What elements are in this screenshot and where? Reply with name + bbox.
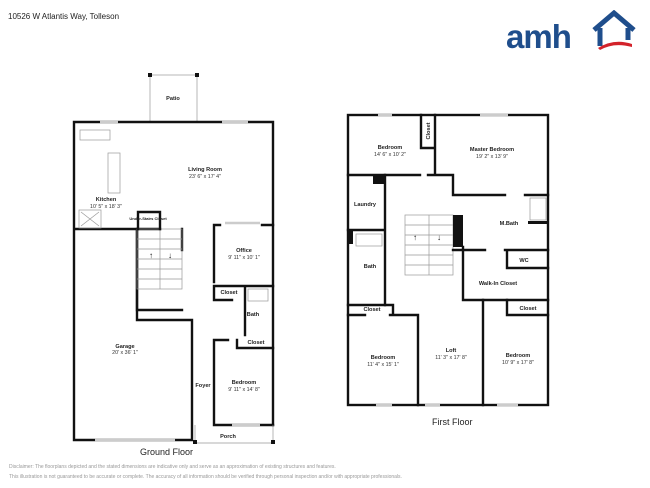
room-label: WC (519, 258, 528, 264)
room-label: Closet (220, 290, 237, 296)
first-floor-label: First Floor (432, 417, 473, 427)
svg-text:↓: ↓ (437, 233, 441, 242)
room-dims: 19' 2" x 13' 9" (476, 154, 508, 160)
room-label: Under-Stairs Closet (129, 216, 167, 221)
room-label: Office (236, 248, 252, 254)
room-label: Porch (220, 434, 236, 440)
svg-text:↑: ↑ (149, 251, 153, 260)
room-label: Closet (247, 340, 264, 346)
disclaimer-line: This illustration is not guaranteed to b… (9, 474, 402, 480)
room-label: Walk-In Closet (479, 281, 517, 287)
disclaimer-line: Disclaimer: The floorplans depicted and … (9, 464, 336, 470)
room-label: Patio (166, 96, 180, 102)
ground-floor-plan: ↑↓ (72, 73, 275, 444)
room-dims: 10' 5" x 18' 3" (90, 204, 122, 210)
room-dims: 14' 6" x 10' 2" (374, 152, 406, 158)
svg-text:amh: amh (506, 18, 571, 52)
room-dims: 10' 9" x 17' 8" (502, 360, 534, 366)
room-label: Laundry (354, 202, 377, 208)
property-address: 10526 W Atlantis Way, Tolleson (8, 12, 120, 21)
room-label: Bath (364, 264, 377, 270)
room-label: Bedroom (378, 145, 403, 151)
svg-text:↑: ↑ (413, 233, 417, 242)
room-label: Bedroom (371, 355, 396, 361)
room-label: Bedroom (232, 380, 257, 386)
room-label: Foyer (195, 383, 211, 389)
svg-text:↓: ↓ (168, 251, 172, 260)
room-label: Bedroom (506, 353, 531, 359)
room-dims: 9' 11" x 14' 8" (228, 387, 260, 393)
room-label: Closet (426, 122, 432, 139)
room-label: M.Bath (500, 221, 519, 227)
room-dims: 23' 6" x 17' 4" (189, 174, 221, 180)
room-label: Kitchen (96, 197, 117, 203)
room-label: Garage (115, 344, 134, 350)
amh-logo: amh (506, 10, 636, 52)
room-dims: 9' 11" x 10' 1" (228, 255, 260, 261)
ground-floor-label: Ground Floor (140, 447, 194, 457)
room-label: Closet (363, 307, 380, 313)
room-label: Living Room (188, 167, 222, 173)
room-label: Loft (446, 348, 457, 354)
first-floor-plan: ↑↓ (346, 113, 550, 407)
room-label: Master Bedroom (470, 147, 514, 153)
room-dims: 20' x 36' 1" (112, 350, 138, 356)
room-label: Bath (247, 312, 260, 318)
room-label: Closet (519, 306, 536, 312)
disclaimer: Disclaimer: The floorplans depicted and … (9, 462, 402, 482)
room-dims: 11' 3" x 17' 8" (435, 355, 467, 361)
room-dims: 11' 4" x 15' 1" (367, 362, 399, 368)
